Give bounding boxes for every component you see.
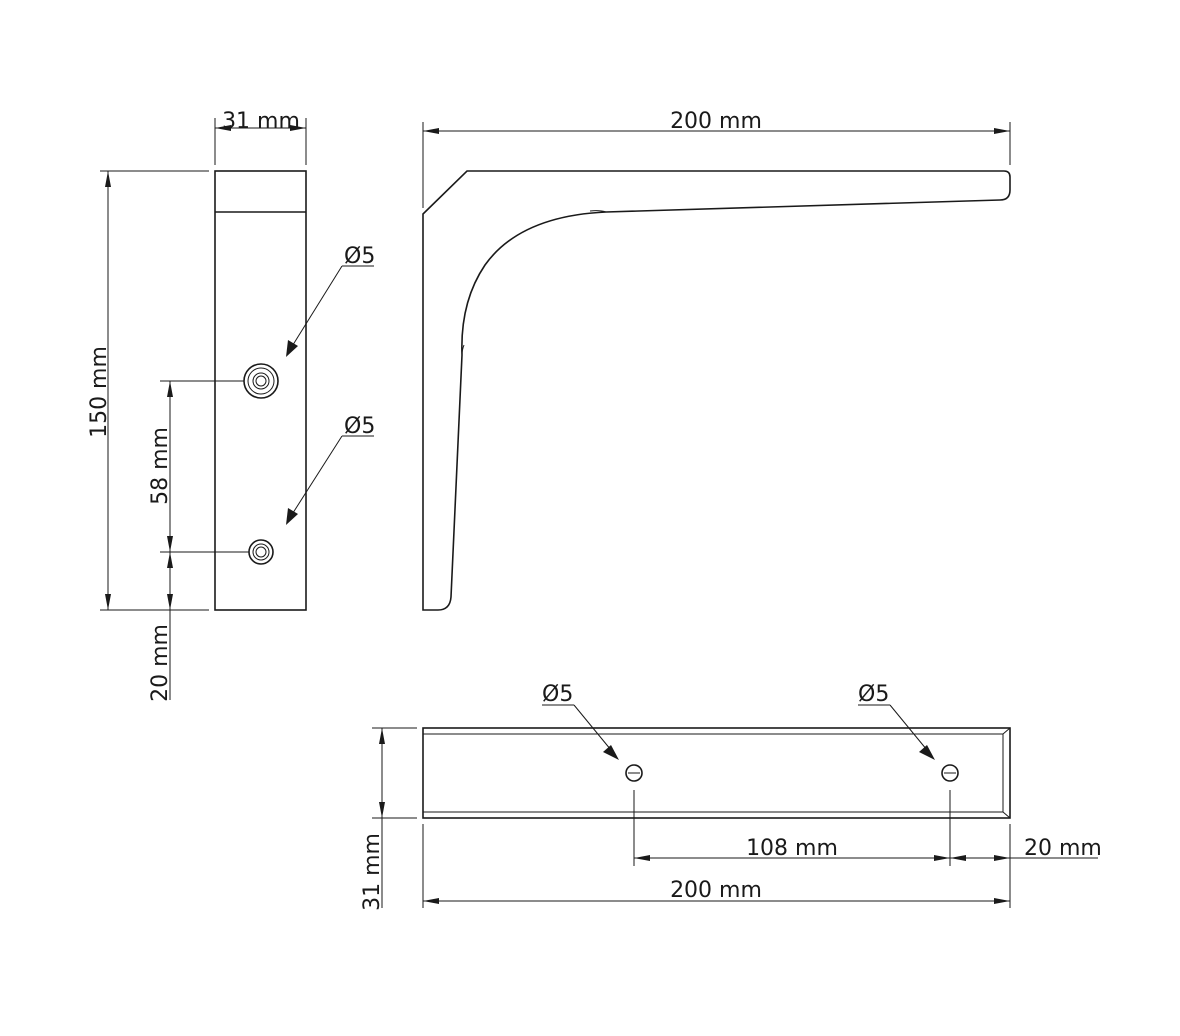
bottom-end-offset-label: 20 mm bbox=[1024, 836, 1102, 861]
bottom-hole-left-leader bbox=[542, 704, 619, 760]
bottom-hole-right bbox=[941, 764, 959, 782]
side-hole-bottom-label: Ø5 bbox=[344, 414, 375, 439]
side-hole-top bbox=[243, 363, 279, 399]
bottom-end-offset-dimension bbox=[950, 824, 1098, 908]
side-view-body bbox=[214, 170, 307, 611]
profile-depth-label: 200 mm bbox=[670, 109, 762, 134]
side-hole-spacing-dimension bbox=[160, 380, 249, 553]
bottom-view: Ø5 Ø5 108 mm 20 mm bbox=[360, 682, 1102, 911]
bottom-hole-left bbox=[625, 764, 643, 782]
side-hole-bottom-leader bbox=[286, 435, 374, 525]
profile-depth-dimension bbox=[422, 122, 1011, 208]
bottom-view-inner-edge bbox=[423, 733, 1004, 813]
bracket-profile-outline bbox=[422, 170, 1011, 611]
side-width-dimension bbox=[214, 118, 307, 165]
profile-view: 200 mm bbox=[422, 109, 1011, 611]
side-hole-spacing-label: 58 mm bbox=[148, 427, 173, 505]
bottom-hole-right-label: Ø5 bbox=[858, 682, 889, 707]
bottom-hole-right-leader bbox=[858, 704, 935, 760]
bottom-hole-spacing-dimension bbox=[633, 790, 951, 866]
bottom-length-dimension bbox=[422, 824, 1010, 908]
bottom-hole-spacing-label: 108 mm bbox=[746, 836, 838, 861]
side-bottom-offset-dimension bbox=[167, 552, 173, 700]
bottom-length-label: 200 mm bbox=[670, 878, 762, 903]
bottom-width-label: 31 mm bbox=[360, 833, 385, 911]
bottom-width-dimension bbox=[372, 727, 417, 908]
bracket-fillet-edge bbox=[461, 210, 607, 356]
side-width-label: 31 mm bbox=[222, 109, 300, 134]
side-view: 31 mm 150 mm 58 mm 20 mm bbox=[87, 109, 375, 702]
bottom-view-body bbox=[422, 727, 1011, 819]
side-hole-top-leader bbox=[286, 265, 374, 357]
side-height-label: 150 mm bbox=[87, 346, 112, 438]
bottom-hole-left-label: Ø5 bbox=[542, 682, 573, 707]
side-hole-top-label: Ø5 bbox=[344, 244, 375, 269]
side-hole-bottom bbox=[248, 539, 274, 565]
side-height-dimension bbox=[100, 170, 209, 611]
side-bottom-offset-label: 20 mm bbox=[148, 624, 173, 702]
